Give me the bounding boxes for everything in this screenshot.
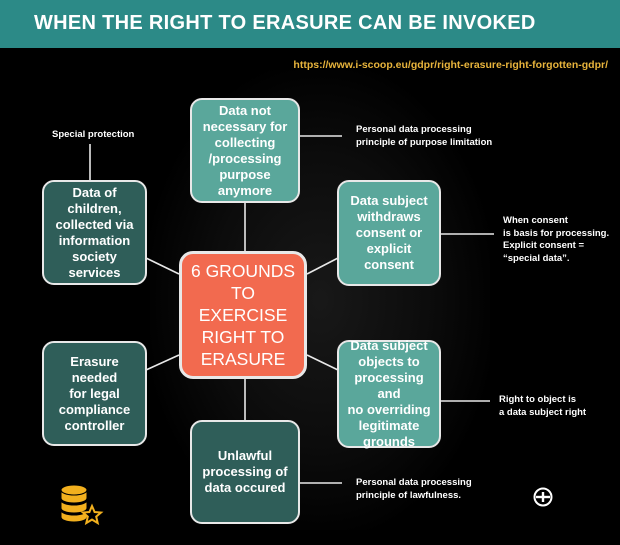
i-scoop-logo-icon [533, 487, 553, 507]
note-line: Personal data processing [356, 124, 472, 135]
ground-purpose-line: Data not [219, 102, 271, 118]
ground-children-line: information [58, 232, 131, 248]
connector-right-lower [306, 354, 339, 371]
note-line: principle of purpose limitation [356, 136, 493, 148]
note-line: a data subject right [499, 406, 587, 418]
ground-purpose-line: purpose [219, 166, 271, 182]
ground-purpose-line: collecting [214, 134, 276, 150]
ground-children-box: Data of children, collected via informat… [42, 180, 147, 285]
note-line: Special protection [52, 129, 135, 140]
center-line-1: 6 GROUNDS [190, 261, 296, 281]
note-right-to-object: Right to object is a data subject right [499, 394, 586, 419]
ground-object-line: Data subject [350, 338, 428, 353]
ground-unlawful-box: Unlawful processing of data occured [190, 420, 300, 524]
ground-children-line: children, [67, 200, 122, 216]
note-line: is basis for processing. [503, 227, 610, 239]
ground-purpose-line: necessary for [202, 118, 288, 134]
ground-children-line: society services [68, 248, 121, 280]
ground-consent-line: consent [364, 257, 414, 272]
ground-object-line: no overriding [347, 402, 431, 417]
ground-object-line: objects to [358, 354, 420, 369]
ground-legal-line: Erasure needed [70, 353, 119, 385]
ground-object-line: legitimate [358, 418, 420, 433]
note-consent: When consent is basis for processing. Ex… [503, 215, 609, 265]
note-lawfulness: Personal data processing principle of la… [356, 477, 472, 502]
note-line: When consent [503, 215, 568, 226]
connector-left-lower [145, 354, 180, 371]
source-link[interactable]: https://www.i-scoop.eu/gdpr/right-erasur… [293, 59, 608, 71]
ground-object-line: processing and [354, 370, 424, 401]
note-line: Right to object is [499, 394, 577, 405]
ground-purpose-line: /processing [208, 150, 282, 166]
ground-consent-line: consent or [355, 225, 423, 240]
ground-purpose-box: Data not necessary for collecting /proce… [190, 98, 300, 203]
center-line-2: TO EXERCISE [198, 283, 288, 325]
note-line: principle of lawfulness. [356, 489, 462, 501]
ground-legal-line: controller [64, 417, 125, 433]
ground-consent-line: Data subject [350, 193, 428, 208]
ground-consent-line: withdraws [357, 209, 421, 224]
center-line-3: RIGHT TO [201, 327, 285, 347]
ground-consent-line: explicit [366, 241, 412, 256]
ground-unlawful-line: Unlawful [217, 448, 273, 463]
note-line: “special data”. [503, 252, 570, 264]
note-line: Personal data processing [356, 477, 472, 488]
center-node: 6 GROUNDS TO EXERCISE RIGHT TO ERASURE [179, 251, 307, 379]
note-purpose-limitation: Personal data processing principle of pu… [356, 124, 492, 149]
connector-right-upper [306, 257, 339, 275]
ground-children-line: Data of [72, 184, 117, 200]
ground-purpose-line: anymore [217, 182, 273, 198]
ground-legal-line: compliance [58, 401, 131, 417]
ground-children-line: collected via [55, 216, 134, 232]
header-bar: WHEN THE RIGHT TO ERASURE CAN BE INVOKED [0, 0, 620, 48]
connector-left-upper [145, 257, 180, 275]
database-star-icon [60, 484, 104, 526]
ground-object-line: grounds [363, 434, 415, 449]
ground-object-box: Data subject objects to processing and n… [337, 338, 441, 449]
note-line: Explicit consent = [503, 240, 585, 251]
ground-legal-box: Erasure needed for legal compliance cont… [42, 341, 147, 446]
ground-consent-box: Data subject withdraws consent or explic… [337, 180, 441, 286]
ground-legal-line: for legal [69, 385, 120, 401]
ground-unlawful-line: data occured [204, 480, 286, 495]
ground-unlawful-line: processing of [202, 464, 288, 479]
note-special-protection: Special protection [52, 129, 134, 142]
page-title: WHEN THE RIGHT TO ERASURE CAN BE INVOKED [34, 12, 536, 34]
center-line-4: ERASURE [200, 349, 286, 369]
